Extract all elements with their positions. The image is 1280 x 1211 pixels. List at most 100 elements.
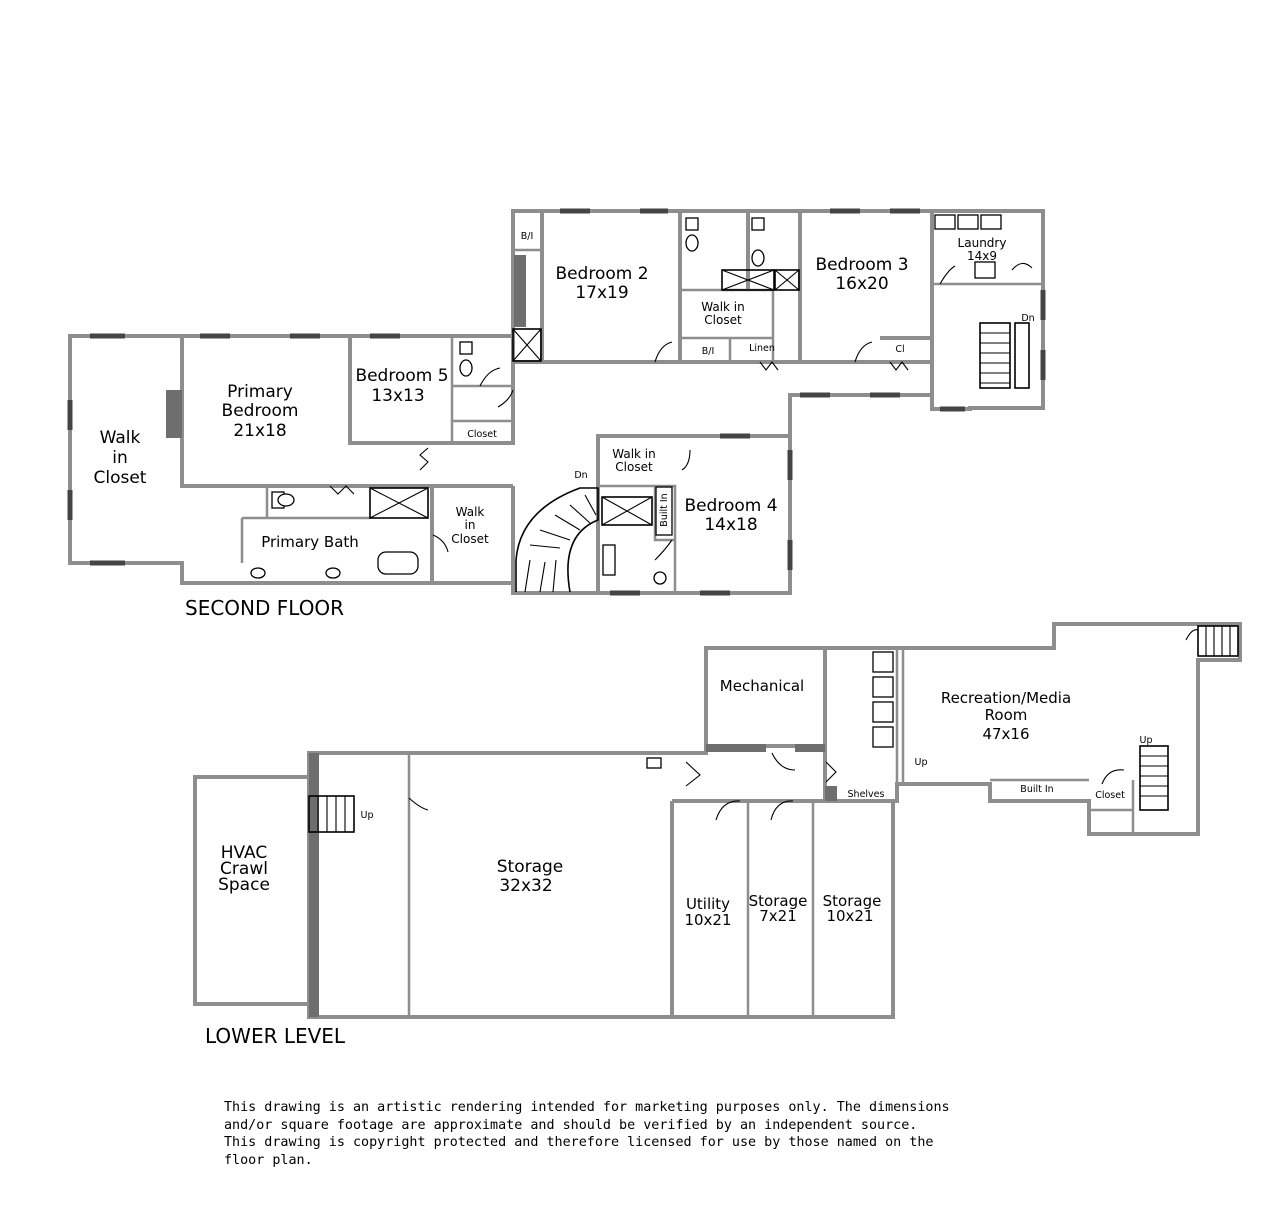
recreation-l2: Room [985, 706, 1028, 724]
bedroom-4-name: Bedroom 4 [684, 496, 777, 516]
storage-main-size: 32x32 [499, 876, 552, 896]
walk-in-closet-b2-l2: Closet [704, 313, 742, 327]
primary-bath-walls [240, 486, 370, 563]
walk-in-closet-primary-l2: in [112, 448, 128, 468]
curved-stair [515, 487, 599, 593]
jack-bath-walls [746, 211, 802, 362]
primary-bedroom-l1: Primary [227, 382, 293, 402]
primary-bedroom-walls [180, 336, 513, 488]
mechanical-walls [704, 648, 827, 801]
fireplace [166, 390, 182, 438]
walk-in-closet-b4-l2: Closet [615, 460, 653, 474]
dn-main-label: Dn [574, 470, 587, 481]
hvac-l3: Space [218, 875, 270, 895]
walk-in-closet-bath-l1: Walk [456, 505, 485, 519]
primary-bath-label: Primary Bath [261, 533, 359, 551]
second-floor-title: SECOND FLOOR [185, 596, 344, 620]
bi-label-2: B/I [702, 346, 715, 357]
door-swings [329, 262, 1033, 561]
laundry-size: 14x9 [967, 249, 997, 263]
lower-level-title: LOWER LEVEL [205, 1024, 346, 1048]
lower-stairs [308, 625, 1239, 833]
linen-label: Linen [749, 343, 775, 354]
bedroom-5-size: 13x13 [371, 386, 424, 406]
lower-door-swings [408, 629, 1199, 821]
closet-rec-label: Closet [1095, 790, 1125, 801]
primary-bedroom-l3: 21x18 [233, 421, 286, 441]
lower-level-outer-wall [307, 622, 1242, 1019]
storage-10-name: Storage [823, 892, 882, 910]
walk-in-closet-primary-l1: Walk [100, 428, 141, 448]
storage-main-name: Storage [497, 857, 564, 877]
bi-label-1: B/I [521, 231, 534, 242]
built-in-shelf [514, 255, 526, 327]
bedroom-3-name: Bedroom 3 [815, 255, 908, 275]
mechanical-dark-wall-2 [795, 744, 825, 752]
laundry-appliances [934, 214, 1002, 279]
hvac-l2: Crawl [220, 859, 268, 879]
dn-stair-label: Dn [1021, 313, 1034, 324]
built-in-b4-label: Built In [659, 493, 670, 526]
bedroom-4-closet-walls [598, 484, 677, 593]
walk-in-closet-bath-l2: in [465, 518, 476, 532]
media-seats [872, 651, 894, 748]
storage-10-size: 10x21 [826, 907, 873, 925]
bedroom-2-size: 17x19 [575, 283, 628, 303]
disclaimer-text: This drawing is an artistic rendering in… [224, 1100, 950, 1168]
bedroom-5-name: Bedroom 5 [355, 366, 448, 386]
walk-in-closet-b4-l1: Walk in [612, 447, 656, 461]
stair-to-lower [979, 322, 1030, 389]
shower-stalls [369, 269, 800, 526]
rec-room-partition [895, 648, 905, 784]
built-in-rec-label: Built In [1020, 784, 1053, 795]
bedroom-5-bath-walls [450, 336, 513, 443]
rec-closet-walls [1087, 780, 1135, 834]
bedroom-2-name: Bedroom 2 [555, 264, 648, 284]
up-right-label: Up [1140, 735, 1153, 746]
mechanical-dark-wall [706, 744, 766, 752]
walk-in-closet-bath-l3: Closet [451, 532, 489, 546]
up-left-label: Up [361, 810, 374, 821]
recreation-l3: 47x16 [982, 725, 1029, 743]
bedroom-4-size: 14x18 [704, 515, 757, 535]
utility-name: Utility [686, 895, 730, 913]
bedroom-3-walls [880, 211, 934, 409]
walk-in-closet-b2-l1: Walk in [701, 300, 745, 314]
left-dark-wall [309, 753, 319, 1017]
utility-size: 10x21 [684, 911, 731, 929]
panel-box [646, 757, 662, 769]
second-floor-windows [67, 208, 1046, 596]
bedroom-3-size: 16x20 [835, 274, 888, 294]
utility-storage-walls [746, 801, 815, 1017]
hvac-l1: HVAC [221, 843, 268, 863]
storage-7-size: 7x21 [759, 907, 797, 925]
closet-b5-label: Closet [467, 429, 497, 440]
mechanical-label: Mechanical [720, 677, 804, 695]
laundry-name: Laundry [958, 236, 1007, 250]
storage-7-name: Storage [749, 892, 808, 910]
shelves-label: Shelves [848, 789, 885, 800]
recreation-l1: Recreation/Media [941, 689, 1071, 707]
cl-label: Cl [895, 344, 904, 355]
walk-in-closet-primary-l3: Closet [94, 468, 147, 488]
